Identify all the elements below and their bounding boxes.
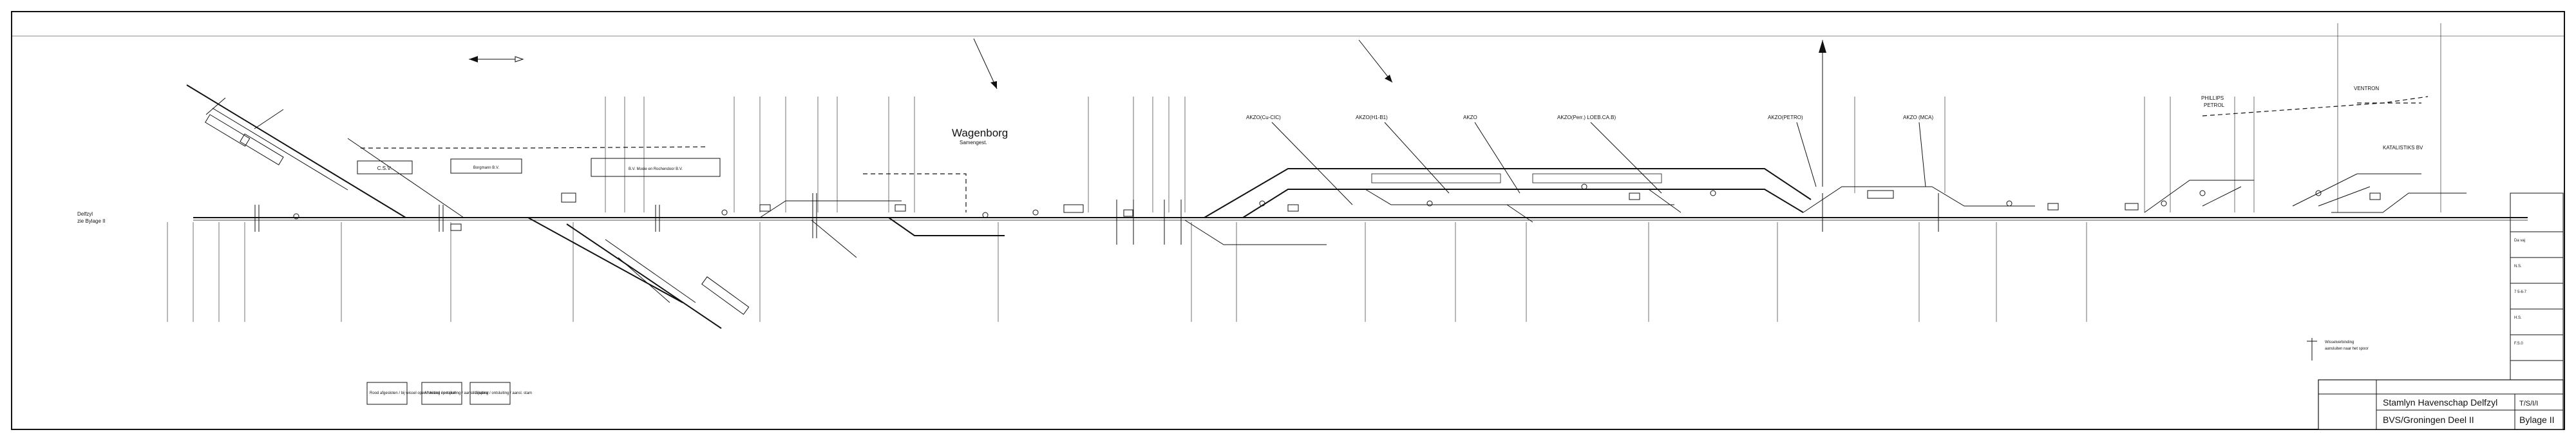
panel-text-5: F.S.0 bbox=[2514, 342, 2523, 346]
wagenborg-loop-track bbox=[728, 217, 1005, 236]
start-label-line2: zie Bylage II bbox=[77, 218, 106, 224]
siding-label-akzo-h1: AKZO(H1-B1) bbox=[1356, 115, 1388, 120]
title-block: Stamlyn Havenschap Delfzyl BVS/Groningen… bbox=[2318, 379, 2564, 430]
building-csv-label: C.S.V. bbox=[377, 165, 392, 171]
akzo-south-branch bbox=[1184, 220, 1327, 245]
akzo-shed-2 bbox=[1532, 173, 1662, 183]
west-direction-arrow bbox=[469, 56, 524, 62]
katalistiks-sidings bbox=[2292, 173, 2421, 207]
legend-box-1 bbox=[366, 382, 408, 405]
revision-panel: Da vaj N.S. 7 5-6-7 H.S. F.S.0 bbox=[2510, 192, 2564, 387]
north-arrow-1 bbox=[973, 38, 998, 89]
wagenborg-siding bbox=[759, 200, 902, 218]
legend-box-2 bbox=[421, 382, 462, 405]
legend: Rood afgesloten / bij wissel open / wiss… bbox=[366, 382, 532, 405]
north-arrow-2 bbox=[1358, 39, 1393, 83]
km-markers-bottom bbox=[167, 222, 2087, 322]
siding-labels: AKZO(Cu-CIC) AKZO(H1-B1) AKZO AKZO(Perr.… bbox=[1246, 86, 2423, 205]
level-crossings bbox=[254, 193, 1939, 245]
wagenborg-branch-south bbox=[811, 220, 857, 258]
km-markers-top bbox=[605, 23, 2441, 212]
building-borgmann-label: Borgmann B.V. bbox=[473, 166, 499, 170]
title-sheet-no: T/S/I/I bbox=[2519, 400, 2538, 408]
station-name: Wagenborg bbox=[952, 127, 1008, 139]
siding-label-akzo: AKZO bbox=[1463, 115, 1477, 120]
boundary-line-north bbox=[2202, 96, 2429, 117]
western-branch-tracks bbox=[186, 84, 750, 329]
title-appendix: Bylage II bbox=[2519, 415, 2554, 425]
siding-label-akzo-petro: AKZO(PETRO) bbox=[1768, 115, 1803, 120]
siding-label-akzo-mca: AKZO (MCA) bbox=[1903, 115, 1933, 120]
boundary-line-east bbox=[863, 173, 967, 212]
note-line2: aansluiten naar het spoor bbox=[2325, 347, 2369, 351]
panel-text-2: N.S. bbox=[2514, 265, 2522, 268]
siding-label-ventron: VENTRON bbox=[2354, 86, 2379, 91]
legend-text-3: Afsluiting / ontsluiting / aansl. stam bbox=[473, 391, 532, 395]
phillips-sidings bbox=[2144, 180, 2254, 213]
legend-text-1: Rood afgesloten / bij wissel open / wiss… bbox=[370, 391, 456, 395]
legend-text-2: Afsluiting / ontsluiting / aansl. zijspo… bbox=[424, 391, 489, 395]
station-subname: Samengest. bbox=[960, 140, 987, 145]
panel-text-4: H.S. bbox=[2514, 316, 2522, 320]
siding-label-akzo-perr: AKZO(Perr.) LOEB.CA.B) bbox=[1557, 115, 1616, 120]
akzo-loop-outer bbox=[1204, 168, 1812, 218]
boundary-line-west bbox=[361, 146, 709, 149]
building-borgmann bbox=[450, 158, 522, 174]
akzo-shed-1 bbox=[1371, 173, 1501, 183]
building-csv bbox=[357, 160, 413, 174]
siding-label-petrol: PETROL bbox=[2204, 102, 2225, 108]
note-line1: Wisselverbinding bbox=[2325, 341, 2354, 344]
building-mooie-label: B.V. Mooie en Rochendoor B.V. bbox=[629, 167, 683, 171]
drawing-border bbox=[11, 11, 2565, 430]
north-arrow-3 bbox=[1819, 40, 1826, 187]
start-label-line1: Delfzyl bbox=[77, 211, 93, 217]
panel-text-3: 7 5-6-7 bbox=[2514, 290, 2527, 294]
siding-label-phillips: PHILLIPS bbox=[2201, 95, 2224, 101]
east-industrial-track bbox=[1803, 186, 2035, 213]
title-project: Stamlyn Havenschap Delfzyl bbox=[2383, 397, 2497, 408]
building-mooie bbox=[591, 158, 721, 177]
siding-label-katalistiks: KATALISTIKS BV bbox=[2383, 145, 2423, 151]
title-subtitle: BVS/Groningen Deel II bbox=[2383, 415, 2474, 425]
wissel-note: Wisselverbinding aansluiten naar het spo… bbox=[2307, 338, 2369, 361]
signal-symbols bbox=[293, 183, 2381, 231]
legend-box-3 bbox=[469, 382, 511, 405]
akzo-inner-sidings bbox=[1365, 189, 1681, 223]
akzo-loop-inner bbox=[1242, 189, 1804, 218]
far-east-tracks bbox=[2331, 192, 2467, 213]
panel-text-1: Da vaj bbox=[2514, 239, 2525, 243]
siding-label-akzo-cu: AKZO(Cu-CIC) bbox=[1246, 115, 1281, 120]
